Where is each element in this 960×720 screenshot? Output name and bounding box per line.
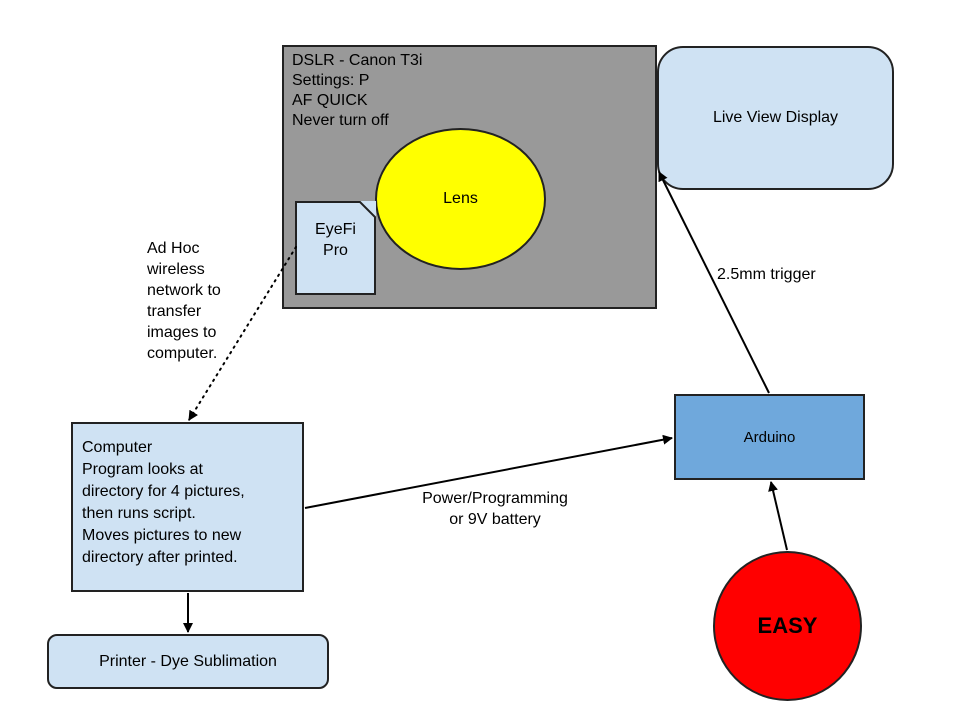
- eyefi-label: EyeFi Pro: [315, 221, 356, 259]
- easy-label: EASY: [757, 613, 818, 638]
- printer-label: Printer - Dye Sublimation: [99, 652, 277, 670]
- easy-button-node: EASY: [713, 551, 862, 701]
- computer-node: Computer Program looks at directory for …: [71, 422, 304, 592]
- wireless-transfer-label: Ad Hoc wireless network to transfer imag…: [147, 240, 221, 362]
- arduino-label: Arduino: [743, 428, 796, 446]
- lens-node: Lens: [375, 128, 546, 270]
- lens-label: Lens: [443, 190, 478, 207]
- arduino-node: Arduino: [674, 394, 865, 480]
- eyefi-card-node: EyeFi Pro: [295, 201, 376, 295]
- camera-label: DSLR - Canon T3i Settings: P AF QUICK Ne…: [292, 52, 423, 129]
- live-view-display-node: Live View Display: [657, 46, 894, 190]
- power-programming-label: Power/Programming or 9V battery: [422, 490, 568, 528]
- trigger-label: 2.5mm trigger: [717, 266, 816, 283]
- printer-node: Printer - Dye Sublimation: [47, 634, 329, 689]
- live-view-label: Live View Display: [712, 109, 839, 126]
- edge-easy-to-arduino: [768, 481, 788, 551]
